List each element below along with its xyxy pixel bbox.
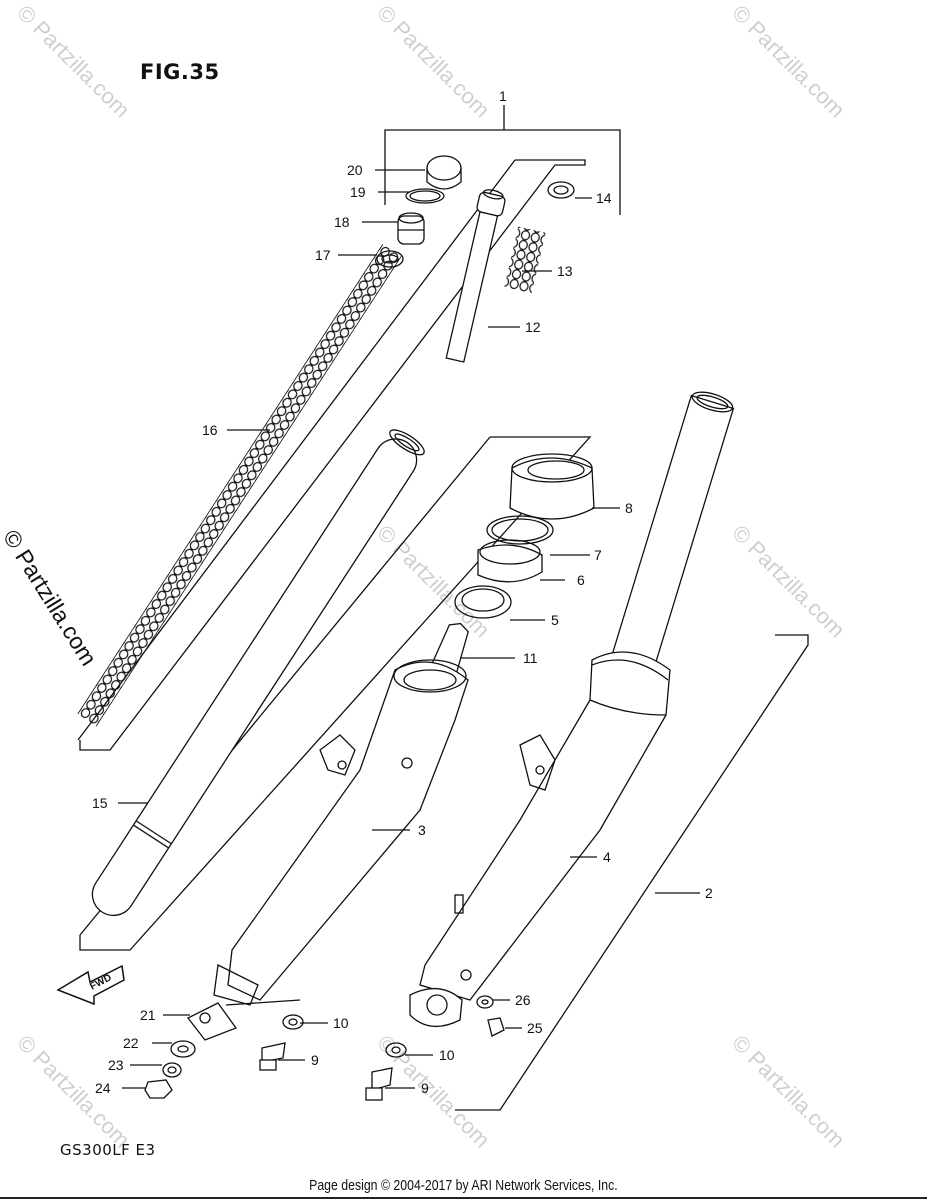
bolt-9-right xyxy=(259,1042,286,1071)
rebound-spring xyxy=(504,226,546,294)
model-code: GS300LF E3 xyxy=(60,1141,156,1159)
callout-15: 15 xyxy=(92,795,108,811)
figure-title: FIG.35 xyxy=(140,60,220,84)
callout-9-left: 9 xyxy=(421,1080,429,1096)
callout-3: 3 xyxy=(418,822,426,838)
callout-11: 11 xyxy=(523,650,538,666)
footer-copyright: Page design © 2004-2017 by ARI Network S… xyxy=(309,1177,618,1194)
o-ring xyxy=(405,188,445,204)
callout-6: 6 xyxy=(577,572,585,588)
frame-left-outer xyxy=(455,634,809,1111)
bracket-1 xyxy=(384,129,621,215)
callout-7: 7 xyxy=(594,547,602,563)
inner-tube-left xyxy=(91,429,425,917)
callout-13: 13 xyxy=(557,263,573,279)
callout-23: 23 xyxy=(108,1057,124,1073)
axle-clamp xyxy=(187,1002,238,1041)
washer-22 xyxy=(170,1040,196,1058)
callout-9-right: 9 xyxy=(311,1052,319,1068)
callout-5: 5 xyxy=(551,612,559,628)
footer-rule xyxy=(0,1197,927,1199)
callout-18: 18 xyxy=(334,214,350,230)
callout-25: 25 xyxy=(527,1020,543,1036)
washer-26 xyxy=(476,995,494,1009)
fwd-badge xyxy=(56,964,125,1006)
callout-19: 19 xyxy=(350,184,366,200)
callout-26: 26 xyxy=(515,992,531,1008)
callout-17: 17 xyxy=(315,247,331,263)
cap-bolt xyxy=(426,155,462,181)
dust-seal xyxy=(509,457,595,520)
fork-spring xyxy=(77,244,402,727)
fork-assembly-left xyxy=(409,391,735,1027)
callout-20: 20 xyxy=(347,162,363,178)
washer-10-left xyxy=(385,1042,407,1058)
gasket xyxy=(376,250,404,268)
bolt-9-left xyxy=(365,1067,393,1101)
callout-2: 2 xyxy=(705,885,713,901)
bolt-25 xyxy=(487,1017,505,1037)
callout-24: 24 xyxy=(95,1080,111,1096)
washer-10-right xyxy=(282,1014,304,1030)
damper-rod xyxy=(445,189,506,363)
retaining-ring xyxy=(486,515,554,545)
oil-seal xyxy=(454,585,512,619)
callout-10-left: 10 xyxy=(439,1047,455,1063)
callout-12: 12 xyxy=(525,319,541,335)
seat xyxy=(547,181,575,199)
nut-24 xyxy=(144,1079,173,1099)
callout-22: 22 xyxy=(123,1035,139,1051)
frame-right-leg xyxy=(79,436,592,951)
outer-tube-right xyxy=(187,659,469,1041)
callout-10-right: 10 xyxy=(333,1015,349,1031)
callout-14: 14 xyxy=(596,190,612,206)
callout-16: 16 xyxy=(202,422,218,438)
washer-23 xyxy=(162,1062,182,1078)
callout-4: 4 xyxy=(603,849,611,865)
callout-21: 21 xyxy=(140,1007,156,1023)
callout-8: 8 xyxy=(625,500,633,516)
callout-1: 1 xyxy=(499,88,507,104)
frame-inner-tube xyxy=(79,159,586,751)
